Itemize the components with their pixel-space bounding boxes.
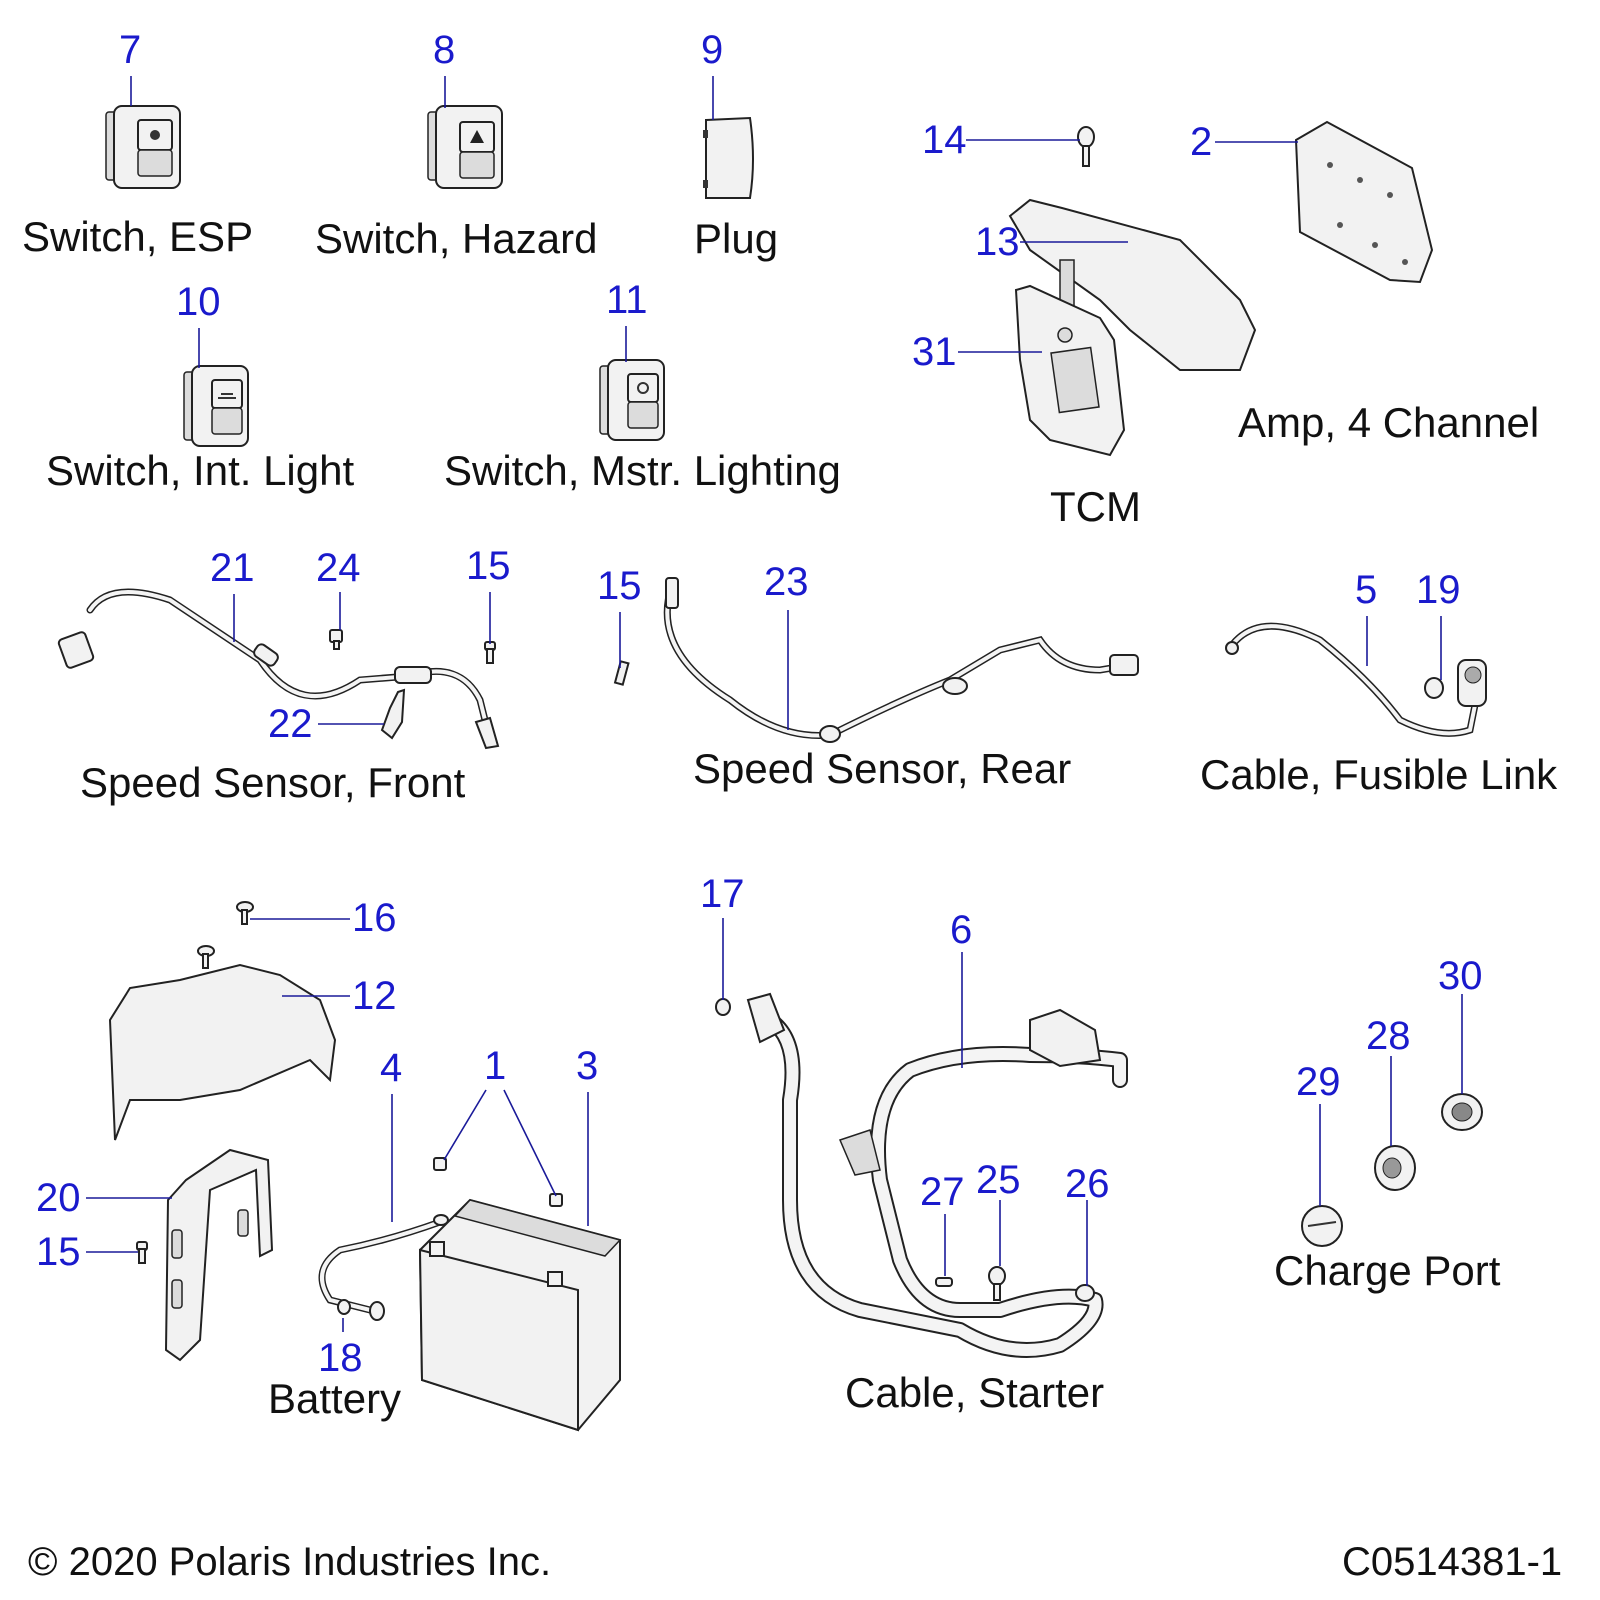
callout-25[interactable]: 25 bbox=[976, 1158, 1021, 1202]
callout-7[interactable]: 7 bbox=[119, 28, 142, 72]
callout-24[interactable]: 24 bbox=[316, 546, 361, 590]
callout-26[interactable]: 26 bbox=[1065, 1162, 1110, 1206]
label-tcm: TCM bbox=[1050, 483, 1141, 530]
copyright-notice: © 2020 Polaris Industries Inc. bbox=[28, 1540, 552, 1584]
bolt-15-front-part bbox=[484, 641, 496, 664]
callout-15-front[interactable]: 15 bbox=[466, 544, 511, 588]
charge-port-ring-part bbox=[1441, 1093, 1483, 1131]
callout-18[interactable]: 18 bbox=[318, 1336, 363, 1380]
callout-2[interactable]: 2 bbox=[1190, 120, 1213, 164]
callout-15-battery[interactable]: 15 bbox=[36, 1230, 81, 1274]
battery-part bbox=[418, 1198, 622, 1432]
label-amp-4-channel: Amp, 4 Channel bbox=[1238, 399, 1540, 446]
callout-13[interactable]: 13 bbox=[975, 220, 1020, 264]
nut-17-part bbox=[715, 998, 731, 1016]
bracket-22-part bbox=[380, 688, 406, 740]
label-switch-int-light: Switch, Int. Light bbox=[46, 447, 355, 494]
speed-sensor-front-part bbox=[57, 588, 500, 750]
hardware-26-part bbox=[1075, 1284, 1095, 1302]
leader-lines bbox=[86, 76, 1463, 1332]
plug-part bbox=[703, 116, 754, 199]
switch-esp-part bbox=[105, 105, 181, 189]
battery-cover-part bbox=[108, 963, 337, 1141]
nut-18-part bbox=[337, 1299, 351, 1315]
bolt-24-part bbox=[329, 629, 343, 650]
switch-mstr-lighting-part bbox=[599, 359, 665, 441]
callout-29[interactable]: 29 bbox=[1296, 1060, 1341, 1104]
label-cable-starter: Cable, Starter bbox=[845, 1369, 1105, 1416]
figure-id: C0514381-1 bbox=[1342, 1540, 1563, 1584]
callout-31[interactable]: 31 bbox=[912, 330, 957, 374]
label-speed-sensor-front: Speed Sensor, Front bbox=[80, 759, 466, 806]
callout-14[interactable]: 14 bbox=[922, 118, 967, 162]
callout-6[interactable]: 6 bbox=[950, 908, 973, 952]
label-battery: Battery bbox=[268, 1375, 402, 1422]
nut-19-part bbox=[1424, 677, 1444, 699]
label-switch-mstr-lighting: Switch, Mstr. Lighting bbox=[444, 447, 841, 494]
label-cable-fusible-link: Cable, Fusible Link bbox=[1200, 751, 1558, 798]
charge-port-cap-part bbox=[1301, 1205, 1343, 1247]
terminal-bolt-part bbox=[433, 1157, 563, 1207]
callout-21[interactable]: 21 bbox=[210, 546, 255, 590]
battery-bracket-part bbox=[164, 1148, 274, 1362]
callout-9[interactable]: 9 bbox=[701, 28, 724, 72]
callout-16[interactable]: 16 bbox=[352, 896, 397, 940]
bolt-15-rear-part bbox=[613, 660, 630, 686]
tcm-part bbox=[1014, 284, 1126, 457]
callout-12[interactable]: 12 bbox=[352, 974, 397, 1018]
ring-terminal-25-part bbox=[988, 1266, 1006, 1301]
callout-10[interactable]: 10 bbox=[176, 280, 221, 324]
callout-5[interactable]: 5 bbox=[1355, 568, 1378, 612]
callout-17[interactable]: 17 bbox=[700, 872, 745, 916]
amp-part bbox=[1294, 120, 1434, 284]
screw-16-part bbox=[197, 901, 254, 969]
charge-port-socket-part bbox=[1374, 1145, 1416, 1191]
callout-28[interactable]: 28 bbox=[1366, 1014, 1411, 1058]
battery-cable-part bbox=[318, 1214, 449, 1321]
bolt-15-battery-part bbox=[136, 1241, 148, 1264]
switch-int-light-part bbox=[183, 365, 249, 447]
label-charge-port: Charge Port bbox=[1274, 1247, 1501, 1294]
hardware-27-part bbox=[935, 1277, 953, 1287]
switch-hazard-part bbox=[427, 105, 503, 189]
callout-3[interactable]: 3 bbox=[576, 1044, 599, 1088]
starter-cable-part bbox=[746, 992, 1128, 1358]
callout-4[interactable]: 4 bbox=[380, 1046, 403, 1090]
fusible-link-part bbox=[1225, 622, 1487, 737]
callout-22[interactable]: 22 bbox=[268, 702, 313, 746]
speed-sensor-rear-part bbox=[663, 577, 1139, 743]
callout-11[interactable]: 11 bbox=[606, 278, 648, 322]
callout-19[interactable]: 19 bbox=[1416, 568, 1461, 612]
callout-27[interactable]: 27 bbox=[920, 1170, 965, 1214]
callout-15-rear[interactable]: 15 bbox=[597, 564, 642, 608]
callout-30[interactable]: 30 bbox=[1438, 954, 1483, 998]
label-switch-esp: Switch, ESP bbox=[22, 213, 254, 260]
label-speed-sensor-rear: Speed Sensor, Rear bbox=[693, 745, 1072, 792]
label-plug: Plug bbox=[694, 215, 779, 262]
label-switch-hazard: Switch, Hazard bbox=[315, 215, 598, 262]
callout-1[interactable]: 1 bbox=[484, 1044, 507, 1088]
callout-20[interactable]: 20 bbox=[36, 1176, 81, 1220]
callout-8[interactable]: 8 bbox=[433, 28, 456, 72]
callout-23[interactable]: 23 bbox=[764, 560, 809, 604]
